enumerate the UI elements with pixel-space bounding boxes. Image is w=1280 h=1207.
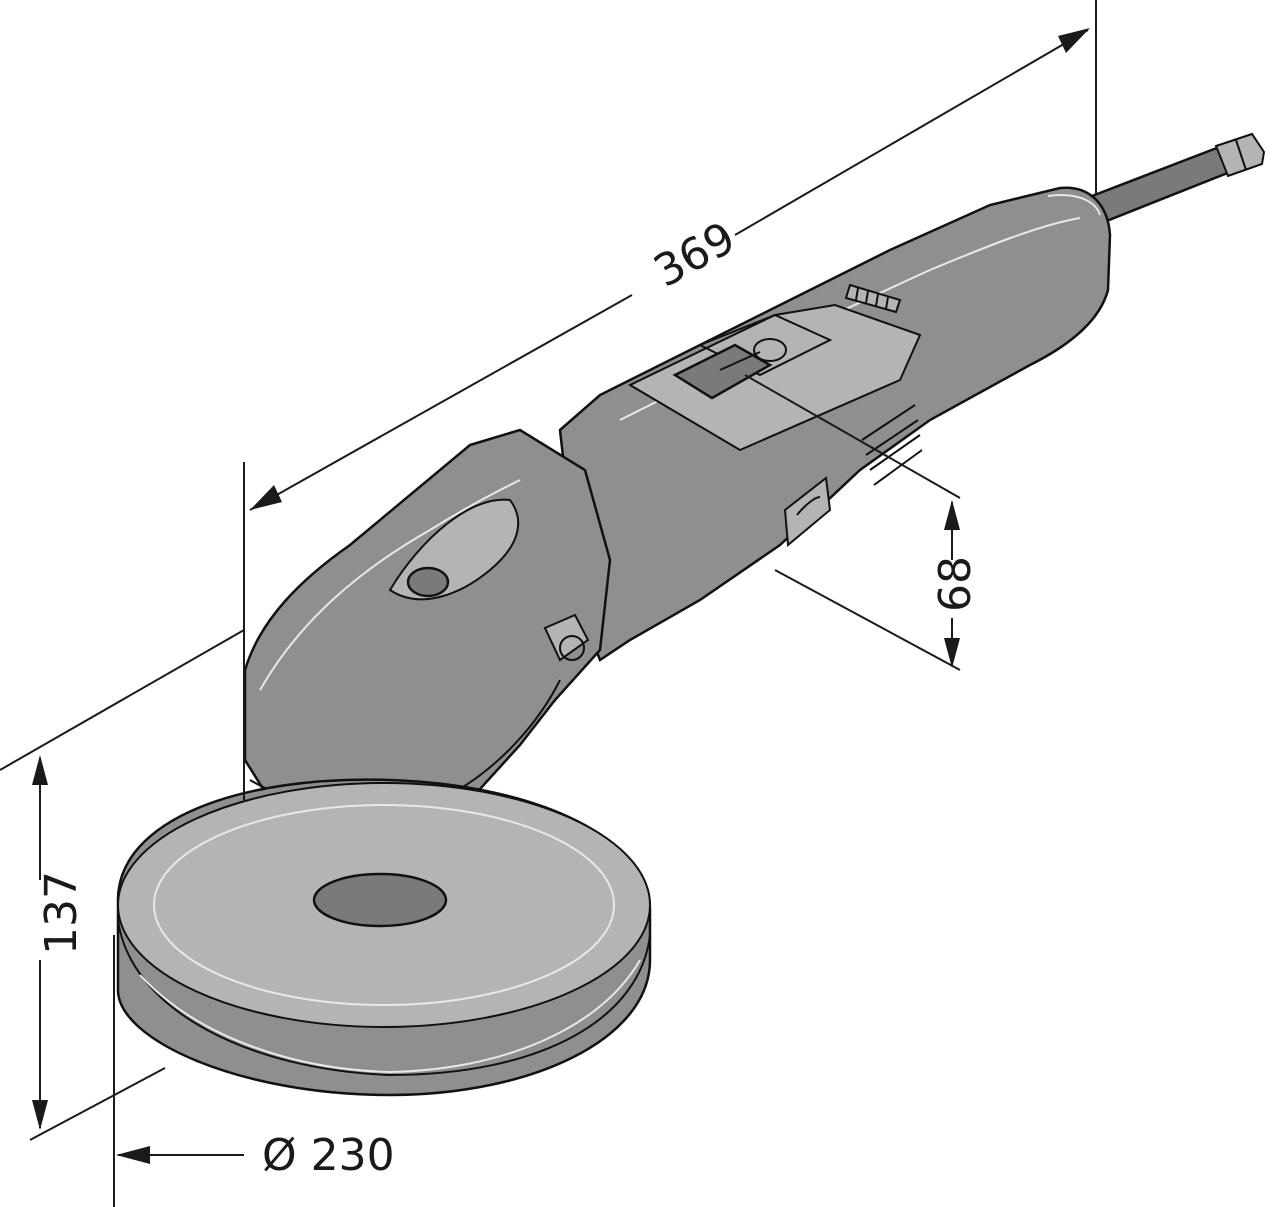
handle-height-value: 68 <box>930 556 981 612</box>
gear-housing <box>243 428 612 832</box>
diameter-arrow <box>116 1146 150 1164</box>
handle-arrow-bottom <box>944 638 960 668</box>
length-arrow-left <box>250 485 282 510</box>
height-extension-line-bottom <box>29 1067 166 1141</box>
height-arrow-bottom <box>32 1100 48 1130</box>
polishing-pad <box>116 778 652 1097</box>
ventilation-slots <box>861 404 923 486</box>
handle-arrow-top <box>944 500 960 530</box>
height-arrow-top <box>32 755 48 785</box>
handle-extension-line-bottom <box>774 569 961 671</box>
length-value: 369 <box>646 212 744 297</box>
pad-diameter-dimension: Ø 230 <box>113 935 395 1207</box>
total-height-value: 137 <box>36 871 87 955</box>
length-arrow-right <box>1058 28 1090 53</box>
total-height-dimension: 137 <box>0 629 245 1141</box>
power-cord <box>1090 132 1266 224</box>
length-dimension-line-b <box>734 29 1089 236</box>
speed-wheel <box>844 283 902 314</box>
handle-height-dimension: 68 <box>744 374 981 671</box>
polisher-illustration <box>116 132 1266 1097</box>
switch-panel <box>627 303 922 452</box>
height-extension-line-top <box>0 629 245 771</box>
brand-logo-plate <box>783 476 832 547</box>
handle-extension-line-top <box>744 374 961 499</box>
length-dimension-line-a <box>249 294 633 511</box>
pad-diameter-value: Ø 230 <box>262 1130 395 1181</box>
motor-housing <box>558 186 1112 662</box>
